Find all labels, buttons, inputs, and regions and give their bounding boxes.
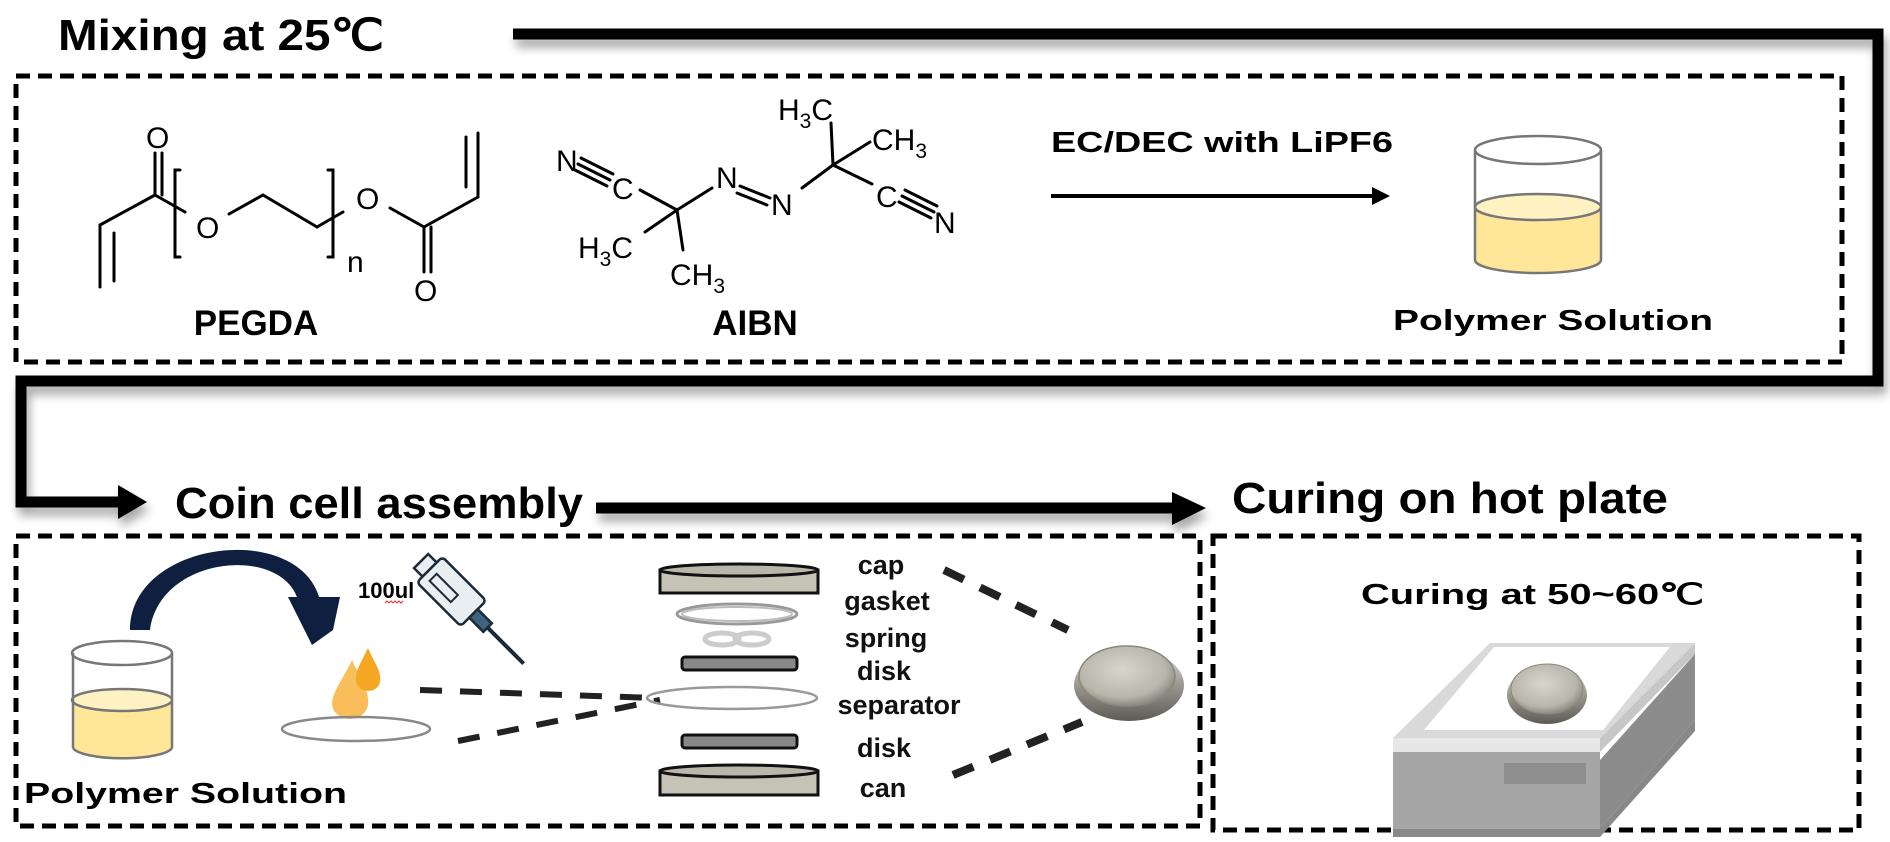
flow-connector-middle [596,492,1206,525]
beaker-icon [1473,134,1603,275]
step-title-curing: Curing on hot plate [1232,474,1668,523]
guide-lines-coin [942,566,1084,779]
solvent-label: EC/DEC with LiPF6 [1051,127,1393,159]
part-gasket [675,602,799,626]
reagent-label-aibn: AIBN [712,304,798,343]
part-separator [645,685,819,711]
part-spring [702,630,772,648]
panel-assembly [13,533,1203,829]
part-label-separator: separator [837,690,961,720]
droplet-icon [332,648,381,720]
flow-connector-top [15,28,1884,519]
reaction-arrow [1051,187,1390,205]
hot-plate-icon [1393,643,1695,837]
part-label-can: can [860,773,907,803]
step-title-mixing: Mixing at 25℃ [58,11,384,60]
aibn-structure: N C H3C CH3 N N H3C CH3 C N AIBN [556,94,956,343]
part-labels: cap gasket spring disk separator disk ca… [837,550,961,803]
atom-o: O [196,212,219,245]
methyl-ch3: CH3 [670,259,725,298]
part-label-spring: spring [845,623,928,653]
part-disk [680,655,799,672]
part-cap [658,562,820,595]
part-disk [680,733,799,750]
spellcheck-underline [384,600,404,604]
atom-o: O [146,122,169,155]
atom-c: C [876,181,898,214]
atom-c: C [612,173,634,206]
repeat-n: n [347,246,364,279]
part-label-disk: disk [857,656,912,686]
atom-o: O [414,275,437,308]
arrowhead-to-assembly [118,485,147,519]
coin-cell-exploded-view [645,562,820,797]
reagent-label-pegda: PEGDA [194,304,318,343]
atom-o: O [356,183,379,216]
beaker-icon [70,639,174,760]
methyl-h3c: H3C [578,232,633,271]
part-label-gasket: gasket [844,586,930,616]
bracket-right [326,168,335,259]
coin-cell-icon [1074,645,1184,721]
bracket-left [173,168,182,259]
atom-n-azo: N [771,189,793,222]
hot-plate-panel [1504,763,1586,784]
substrate-disk [280,715,432,743]
volume-label: 100ul [358,578,414,603]
pegda-structure: O O n O O PEGDA [98,122,480,343]
guide-lines-separator [419,687,661,744]
pipette-icon [412,552,526,666]
methyl-h3c: H3C [778,94,833,133]
product-label-polymer-solution: Polymer Solution [1393,305,1713,337]
step-title-assembly: Coin cell assembly [175,479,584,528]
curing-condition-label: Curing at 50~60℃ [1361,579,1704,611]
atom-n-azo: N [716,162,738,195]
transfer-arc-arrow-icon [130,549,340,645]
atom-n: N [556,145,578,178]
part-can [658,763,820,797]
arrowhead-to-curing [1172,492,1206,525]
methyl-ch3: CH3 [872,124,927,163]
atom-n: N [934,207,956,240]
source-label-polymer-solution: Polymer Solution [24,778,347,810]
panel-mixing [13,73,1845,365]
part-label-disk: disk [857,733,912,763]
part-label-cap: cap [858,550,905,580]
